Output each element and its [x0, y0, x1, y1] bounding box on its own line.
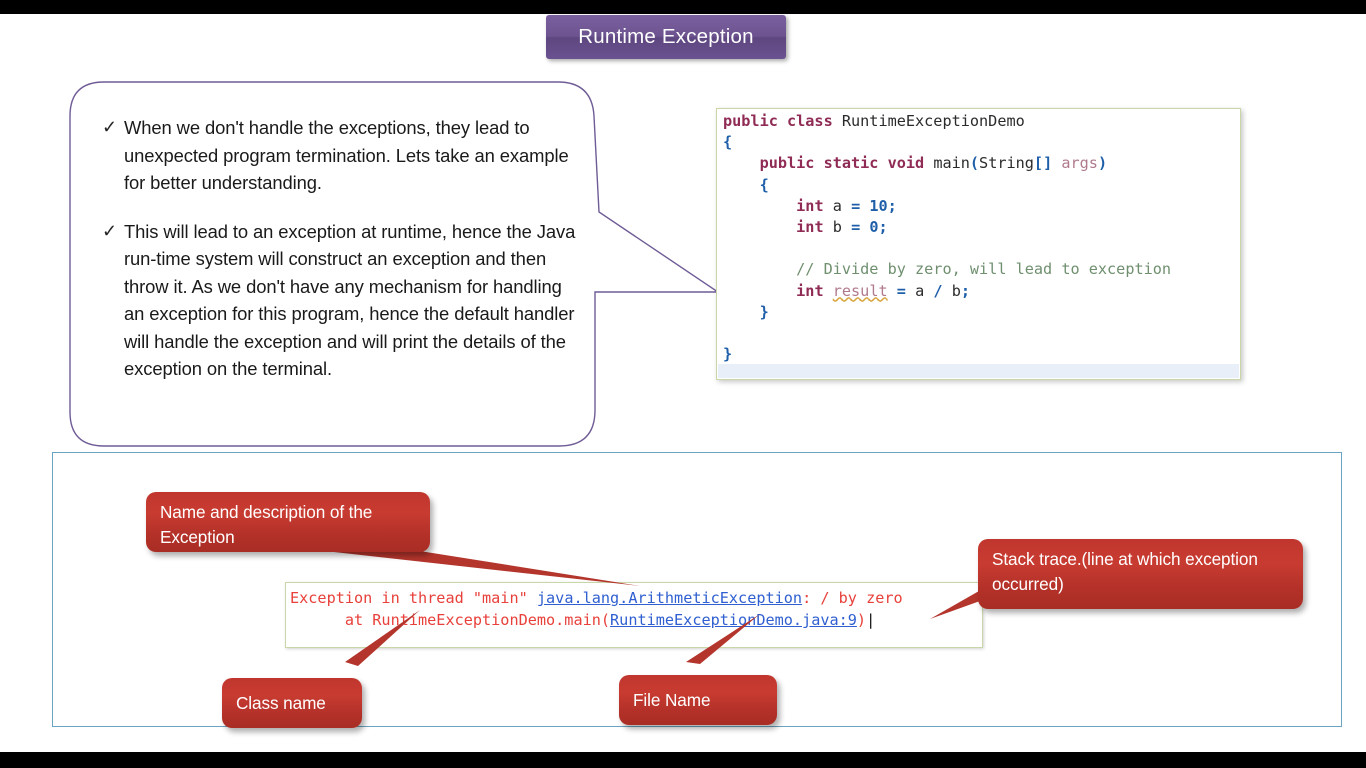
page-title: Runtime Exception	[578, 25, 754, 48]
code-panel-footer-strip	[718, 364, 1239, 378]
source-file-link[interactable]: RuntimeExceptionDemo.java:9	[610, 611, 857, 629]
console-output-text: Exception in thread "main" java.lang.Ari…	[290, 587, 903, 631]
bullet-item: ✓ When we don't handle the exceptions, t…	[102, 114, 582, 197]
text-caret: |	[866, 611, 876, 629]
checkmark-icon: ✓	[102, 117, 118, 137]
callout-chip-stack-trace: Stack trace.(line at which exception occ…	[978, 539, 1303, 609]
slide-title-chip: Runtime Exception	[546, 15, 786, 59]
callout-chip-label: Stack trace.(line at which exception occ…	[992, 549, 1258, 594]
code-snippet-text: public class RuntimeExceptionDemo { publ…	[723, 112, 1172, 364]
bullet-text: This will lead to an exception at runtim…	[124, 220, 576, 380]
checkmark-icon: ✓	[102, 220, 118, 241]
callout-chip-label: Class name	[236, 692, 326, 713]
bullet-item: ✓ This will lead to an exception at runt…	[102, 218, 582, 383]
callout-chip-class-name: Class name	[222, 678, 362, 728]
callout-chip-name-description: Name and description of the Exception	[146, 492, 430, 552]
exception-class-link[interactable]: java.lang.ArithmeticException	[536, 589, 803, 607]
exception-line-prefix: Exception in thread "main"	[290, 589, 537, 607]
code-snippet-panel: public class RuntimeExceptionDemo { publ…	[716, 108, 1241, 380]
console-output-box: Exception in thread "main" java.lang.Ari…	[285, 582, 983, 648]
callout-text-body: ✓ When we don't handle the exceptions, t…	[102, 114, 582, 404]
callout-chip-file-name: File Name	[619, 675, 777, 725]
stacktrace-line-prefix: at RuntimeExceptionDemo.main(	[290, 611, 611, 629]
slide-canvas: Runtime Exception ✓ When we don't handle…	[0, 14, 1366, 752]
callout-bubble-shape	[69, 81, 721, 447]
exception-line-suffix: : / by zero	[802, 589, 903, 607]
callout-chip-label: Name and description of the Exception	[160, 502, 373, 547]
explanation-callout: ✓ When we don't handle the exceptions, t…	[68, 80, 728, 450]
bullet-text: When we don't handle the exceptions, the…	[124, 117, 569, 193]
stacktrace-line-suffix: )	[856, 611, 867, 629]
callout-chip-label: File Name	[633, 689, 711, 710]
